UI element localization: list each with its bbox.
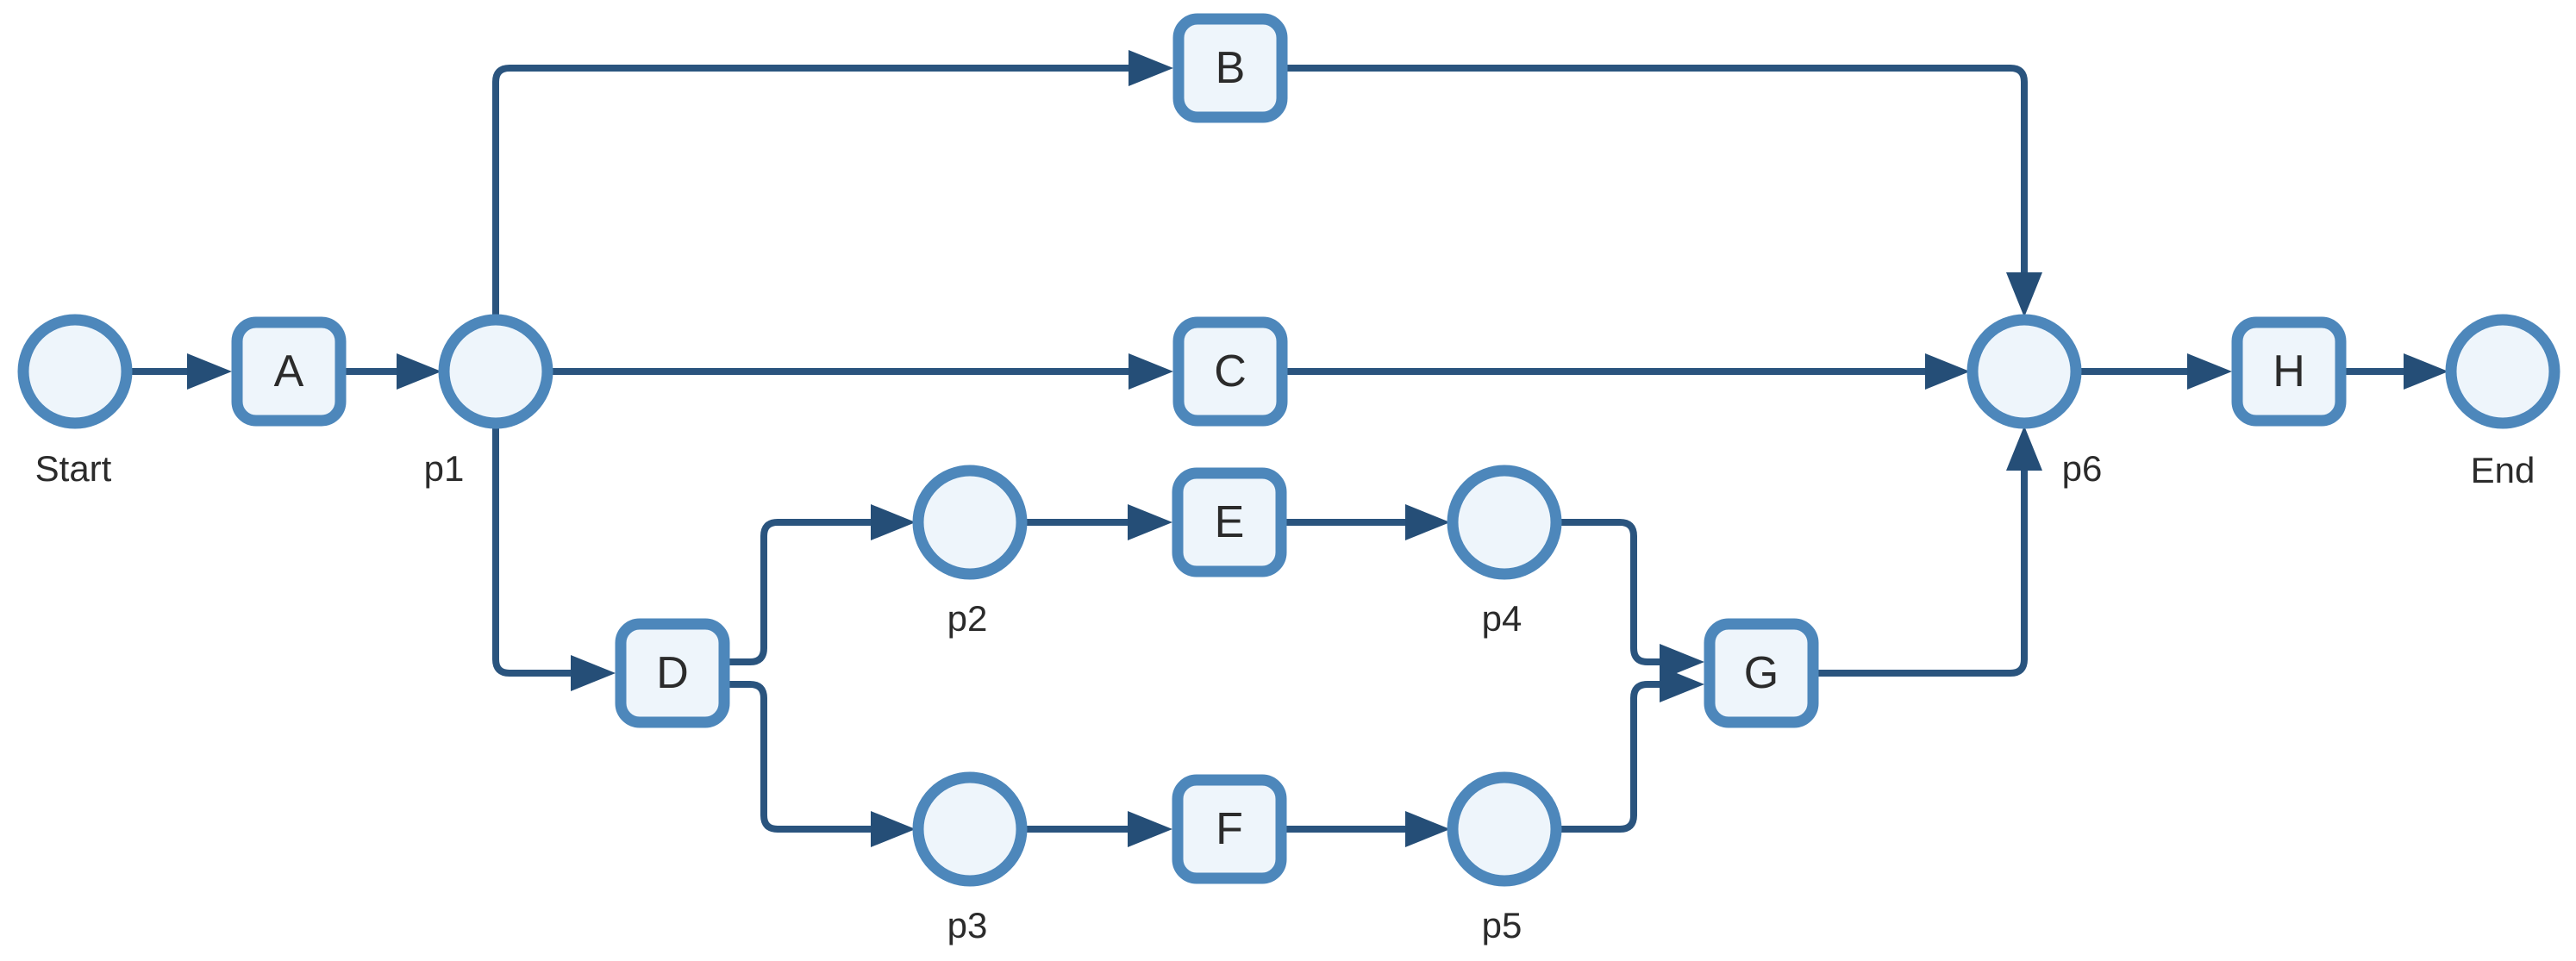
- edge-line-p5-G: [1559, 681, 1666, 833]
- edge-H-End: [2346, 353, 2448, 390]
- place-p2: [912, 465, 1028, 580]
- edge-line-D-p2: [729, 519, 878, 665]
- transition-label-C: C: [1214, 346, 1247, 396]
- edge-p2-E: [1024, 504, 1172, 540]
- arrowhead-icon: [397, 353, 441, 390]
- edges-layer: [129, 50, 2448, 847]
- transition-label-E: E: [1215, 497, 1245, 547]
- arrowhead-icon: [1129, 50, 1173, 86]
- transition-label-G: G: [1744, 648, 1779, 698]
- nodes-layer: [17, 13, 2560, 887]
- arrowhead-icon: [2187, 353, 2232, 390]
- edge-line-p1-D: [492, 426, 578, 677]
- transition-label-B: B: [1216, 43, 1246, 93]
- edge-C-p6: [1287, 353, 1970, 390]
- edge-line-B-p6: [1287, 65, 2028, 279]
- place-label-p5: p5: [1482, 905, 1522, 945]
- arrowhead-icon: [1129, 353, 1173, 390]
- place-label-p4: p4: [1482, 598, 1522, 639]
- edge-p1-B: [492, 50, 1173, 317]
- place-label-p2: p2: [947, 598, 988, 639]
- edge-F-p5: [1286, 811, 1450, 847]
- transition-C: [1172, 316, 1288, 427]
- edge-p3-F: [1024, 811, 1172, 847]
- edge-p1-C: [550, 353, 1173, 390]
- edge-p1-D: [492, 426, 616, 691]
- arrowhead-icon: [1925, 353, 1970, 390]
- arrowhead-icon: [871, 504, 916, 540]
- transition-B: [1172, 13, 1288, 123]
- edge-start-A: [129, 353, 232, 390]
- transition-E: [1172, 467, 1287, 577]
- place-p5: [1447, 771, 1562, 887]
- transition-A: [231, 316, 347, 427]
- labels-layer: Start p1 p2 p3 p4 p5 p6 End A B C D E F G H: [35, 43, 2535, 945]
- edge-line-p4-G: [1559, 519, 1666, 665]
- edge-G-p6: [1818, 426, 2042, 677]
- transition-D: [615, 618, 730, 728]
- transition-G: [1704, 618, 1819, 728]
- arrowhead-icon: [1128, 504, 1172, 540]
- arrowhead-icon: [1660, 666, 1704, 702]
- edge-p4-G: [1559, 519, 1704, 680]
- edge-D-p3: [729, 681, 916, 847]
- transition-label-D: D: [656, 648, 689, 698]
- transition-H: [2231, 316, 2347, 427]
- place-p4: [1447, 465, 1562, 580]
- arrowhead-icon: [1405, 811, 1450, 847]
- arrowhead-icon: [1128, 811, 1172, 847]
- place-label-p1: p1: [424, 448, 465, 489]
- place-p6: [1966, 314, 2082, 429]
- arrowhead-icon: [1405, 504, 1450, 540]
- transition-F: [1172, 774, 1287, 884]
- arrowhead-icon: [187, 353, 232, 390]
- arrowhead-icon: [2404, 353, 2448, 390]
- arrowhead-icon: [871, 811, 916, 847]
- place-p1: [438, 314, 553, 429]
- arrowhead-icon: [2006, 272, 2042, 317]
- place-label-start: Start: [35, 448, 112, 489]
- edge-p5-G: [1559, 666, 1704, 833]
- place-label-p6: p6: [2062, 448, 2103, 489]
- transition-label-H: H: [2273, 346, 2305, 396]
- arrowhead-icon: [571, 655, 616, 691]
- place-label-p3: p3: [947, 905, 988, 945]
- edge-p6-H: [2079, 353, 2232, 390]
- edge-E-p4: [1286, 504, 1450, 540]
- edge-A-p1: [346, 353, 441, 390]
- transition-label-F: F: [1216, 804, 1243, 854]
- edge-line-D-p3: [729, 681, 878, 833]
- transition-label-A: A: [274, 346, 304, 396]
- edge-D-p2: [729, 504, 916, 665]
- place-start: [17, 314, 133, 429]
- place-p3: [912, 771, 1028, 887]
- edge-line-p1-B: [492, 65, 1135, 317]
- place-end: [2445, 314, 2560, 429]
- edge-line-G-p6: [1818, 464, 2028, 677]
- arrowhead-icon: [2006, 426, 2042, 471]
- place-label-end: End: [2471, 450, 2535, 490]
- edge-B-p6: [1287, 65, 2042, 317]
